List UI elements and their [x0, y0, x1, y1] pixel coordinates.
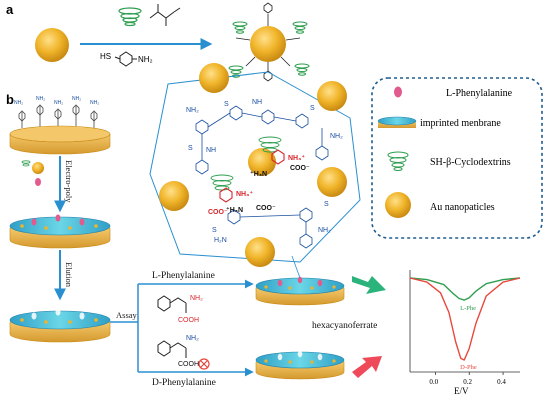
gold-electrode-body	[9, 133, 111, 155]
amine-label-5: NH₂	[90, 100, 99, 106]
nh2-label-2: NH₂	[186, 107, 199, 114]
l-phe-structure	[157, 295, 187, 313]
step-assay: Assay	[116, 310, 138, 320]
legend-label-0: L-Phenylalanine	[446, 88, 513, 99]
l-phe-cooh: COOH	[178, 317, 199, 324]
panel-a-label: a	[6, 2, 14, 17]
legend-frame	[371, 77, 543, 239]
nh2-label-3: NH₂	[318, 227, 331, 234]
complex-outline	[149, 71, 361, 263]
l-phenylalanine-label: L-Phenylalanine	[152, 271, 215, 281]
legend-cyclodextrin-icon	[387, 151, 409, 171]
d-phe-cooh: COOH	[178, 361, 199, 368]
sulfur-label-4: S	[324, 201, 329, 208]
legend: L-Phenylalanine imprinted menbrane SH-β-…	[371, 77, 543, 239]
sulfur-label-2: S	[310, 105, 315, 112]
electrode-d-unbound	[255, 350, 345, 380]
chart-series-label: L-Phe	[460, 305, 476, 312]
cyclodextrin-icon	[118, 7, 142, 27]
nh-label-1: NH	[252, 99, 262, 106]
chart-tick-label: 0.0	[429, 378, 438, 386]
legend-gold-icon	[385, 192, 411, 218]
amine-plus-label-1: ⁺H₃N	[250, 170, 267, 178]
d-phe-structure	[157, 340, 187, 358]
signal-arrow-d	[352, 356, 382, 378]
mediator-label: hexacyanoferrate	[312, 320, 377, 331]
legend-label-3: Au nanopaticles	[430, 202, 495, 213]
template-mix-icon	[21, 160, 44, 186]
amine-label-2: NH₂	[36, 96, 45, 102]
nh2-label-1: NH₂	[330, 133, 343, 140]
sulfur-label-5: S	[212, 227, 217, 234]
chart-series-label: D-Phe	[460, 364, 477, 371]
product-gold-core	[250, 26, 286, 62]
electrode-imprinted	[9, 214, 111, 249]
chart-xlabel: E/V	[454, 386, 469, 396]
carboxylate-label-3: COO⁻	[256, 205, 276, 212]
electrode-eluted	[9, 308, 111, 343]
connector-to-electrode	[291, 255, 301, 279]
signal-arrow-l	[352, 276, 386, 294]
cysteine-structure	[149, 4, 181, 26]
legend-phe-icon	[394, 86, 402, 98]
nh-label-2: NH	[206, 147, 216, 154]
d-phe-amine: NH₂	[186, 335, 199, 342]
h2n-label: H₂N	[214, 237, 227, 244]
electrode-monomer: NH₂ NH₂ NH₂ NH₂ NH₂	[9, 96, 111, 155]
amine-label-4: NH₂	[72, 96, 81, 102]
recognition-complex: S S S S S NH NH NH₂ NH₂ NH₂ H₂N NH₃⁺ COO…	[149, 63, 361, 279]
functionalized-nanoparticle	[228, 2, 310, 82]
thiol-label: HS	[100, 52, 111, 61]
chart-tick-label: 0.2	[463, 378, 472, 386]
amine-plus-label-2: ⁺H₃N	[226, 206, 243, 214]
sulfur-label-3: S	[188, 145, 193, 152]
amine-label-3: NH₂	[54, 100, 63, 106]
amine-label: NH₂	[138, 55, 153, 64]
carboxylate-label-2: COO⁻	[208, 209, 228, 216]
panel-b-label: b	[6, 92, 14, 107]
legend-membrane-icon	[377, 116, 417, 128]
chart-ticks: 0.0 0.2 0.4	[429, 372, 506, 386]
legend-label-1: imprinted menbrane	[420, 118, 501, 129]
ammonium-label-2: NH₃⁺	[236, 190, 253, 198]
step-electropoly: Electro-poly	[64, 160, 74, 203]
block-icon	[198, 358, 210, 370]
electrode-l-bound	[255, 276, 345, 306]
l-phe-amine: NH₂	[190, 295, 203, 302]
amine-label-1: NH₂	[14, 100, 23, 106]
ammonium-label-1: NH₃⁺	[288, 154, 305, 162]
gold-nanoparticle	[35, 28, 69, 62]
sulfur-label-1: S	[224, 101, 229, 108]
legend-label-2: SH-β-Cyclodextrins	[430, 157, 511, 168]
d-phenylalanine-label: D-Phenylalanine	[152, 378, 216, 388]
aminothiophenol-structure: HS NH₂	[100, 51, 153, 67]
carboxylate-label-1: COO⁻	[290, 165, 310, 172]
chart-series-d-phe	[409, 277, 521, 361]
chart-tick-label: 0.4	[497, 378, 506, 386]
chart-series-l-phe	[409, 277, 521, 301]
step-elution: Elution	[64, 262, 74, 288]
